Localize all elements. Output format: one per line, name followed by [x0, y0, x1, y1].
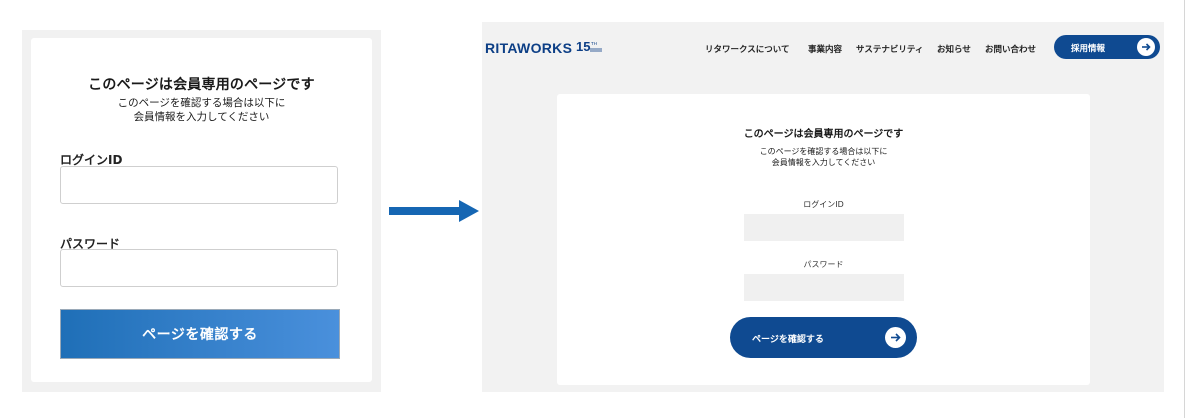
arrow-right-circle-icon: [1137, 38, 1155, 56]
after-password-label: パスワード: [803, 260, 844, 269]
before-login-id-label: ログインID: [60, 153, 123, 167]
after-panel: RITAWORKS 15 TH リタワークスについて 事業内容 サステナビリティ…: [482, 22, 1164, 392]
15th-anniversary-logo-icon: 15 TH: [576, 39, 602, 54]
before-page-title: このページは会員専用のページです: [88, 77, 315, 93]
page-edge-divider: [1184, 0, 1185, 418]
before-login-card: このページは会員専用のページです このページを確認する場合は以下に 会員情報を入…: [31, 38, 372, 382]
after-password-input[interactable]: [744, 274, 904, 301]
after-description-line2: 会員情報を入力してください: [771, 158, 876, 167]
after-page-title: このページは会員専用のページです: [743, 129, 904, 140]
nav-item-about[interactable]: リタワークスについて: [705, 45, 790, 55]
nav-item-news[interactable]: お知らせ: [937, 45, 971, 55]
after-submit-button[interactable]: ページを確認する: [730, 317, 917, 358]
svg-text:TH: TH: [591, 41, 597, 46]
after-description: このページを確認する場合は以下に 会員情報を入力してください: [557, 146, 1090, 168]
before-submit-label: ページを確認する: [142, 327, 258, 343]
arrow-right-circle-icon: [885, 327, 906, 348]
after-description-line1: このページを確認する場合は以下に: [759, 147, 888, 156]
nav-item-contact[interactable]: お問い合わせ: [985, 45, 1037, 55]
site-logo[interactable]: RITAWORKS: [485, 40, 573, 56]
before-password-input[interactable]: [60, 249, 338, 287]
nav-item-business[interactable]: 事業内容: [808, 45, 843, 55]
right-arrow-icon: [389, 200, 479, 222]
before-password-label: パスワード: [60, 237, 121, 251]
recruit-button[interactable]: 採用情報: [1054, 35, 1160, 59]
after-login-card: このページは会員専用のページです このページを確認する場合は以下に 会員情報を入…: [557, 94, 1090, 385]
after-submit-label: ページを確認する: [752, 335, 824, 345]
svg-text:15: 15: [576, 39, 590, 54]
before-description-line1: このページを確認する場合は以下に: [117, 97, 286, 109]
after-login-id-input[interactable]: [744, 214, 904, 241]
nav-item-sustainability[interactable]: サステナビリティ: [856, 45, 924, 55]
recruit-button-label: 採用情報: [1071, 44, 1106, 54]
after-login-id-label: ログインID: [803, 200, 844, 209]
before-description-line2: 会員情報を入力してください: [133, 111, 270, 123]
site-header: RITAWORKS 15 TH リタワークスについて 事業内容 サステナビリティ…: [482, 22, 1164, 74]
before-description: このページを確認する場合は以下に 会員情報を入力してください: [31, 96, 372, 124]
before-submit-button[interactable]: ページを確認する: [60, 309, 340, 359]
before-panel: このページは会員専用のページです このページを確認する場合は以下に 会員情報を入…: [22, 30, 381, 392]
before-login-id-input[interactable]: [60, 166, 338, 204]
